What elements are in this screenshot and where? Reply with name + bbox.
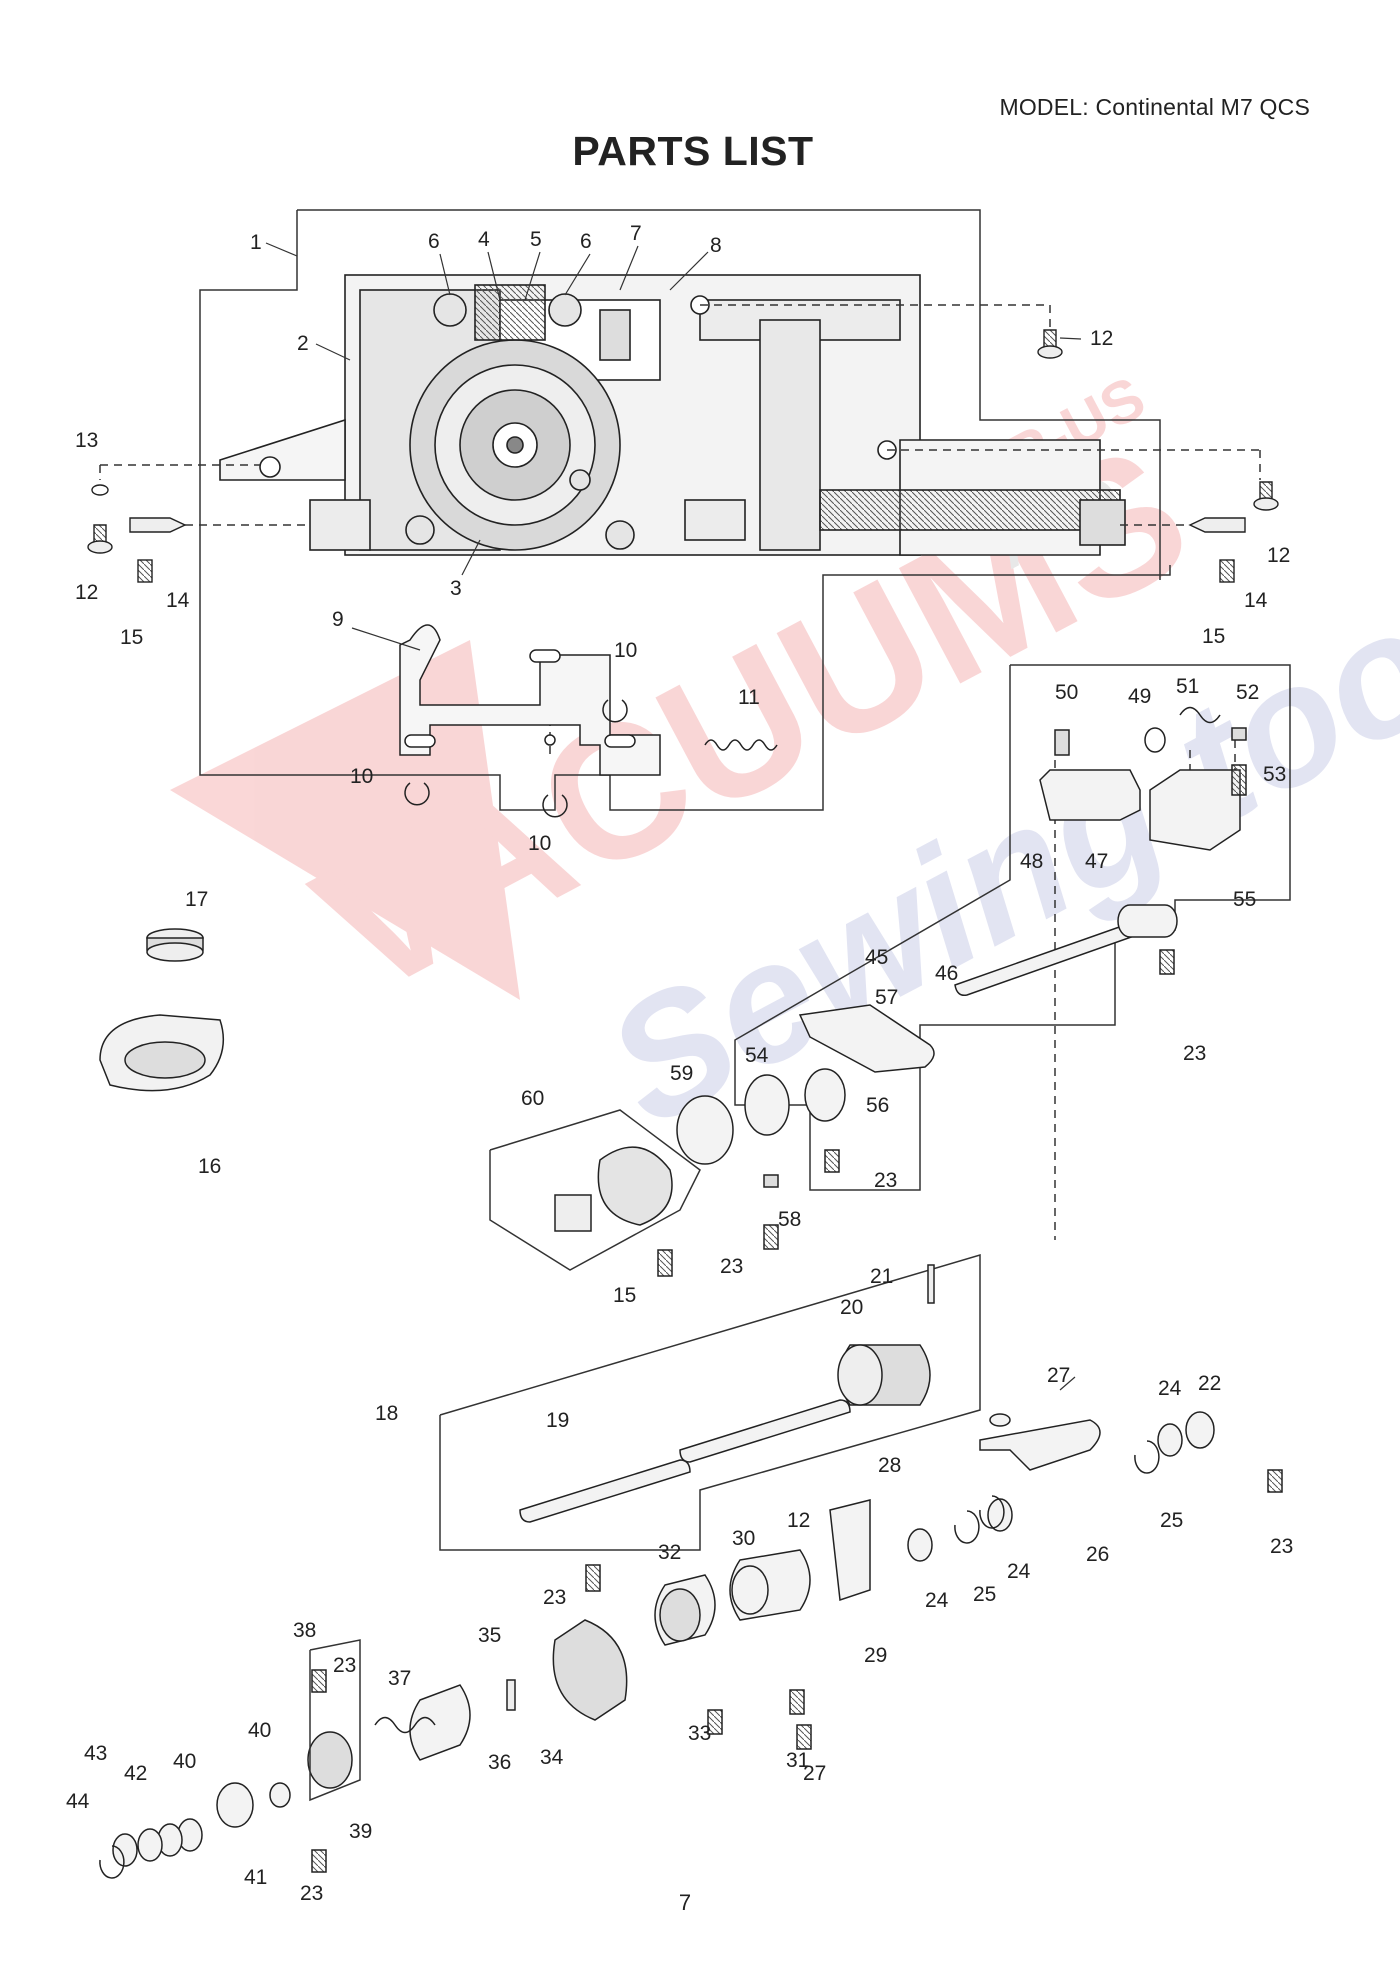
callout-8: 8 xyxy=(710,234,722,257)
cam-parts-60 xyxy=(554,1146,673,1277)
callout-28: 28 xyxy=(878,1454,901,1477)
shaft-assembly-18 xyxy=(519,1264,935,1523)
callout-21: 21 xyxy=(870,1265,893,1288)
model-label: MODEL: Continental M7 QCS xyxy=(999,94,1310,120)
callout-45: 45 xyxy=(865,946,888,969)
callout-50: 50 xyxy=(1055,681,1078,704)
callout-4: 4 xyxy=(478,228,490,251)
callout-35: 35 xyxy=(478,1624,501,1647)
callout-42: 42 xyxy=(124,1762,147,1785)
assembly-frame-45 xyxy=(734,664,1291,1191)
assembly-frame-18 xyxy=(439,1253,981,1551)
callout-18: 18 xyxy=(375,1402,398,1425)
callout-32: 32 xyxy=(658,1541,681,1564)
callout-14a: 14 xyxy=(166,589,190,612)
callout-37: 37 xyxy=(388,1667,411,1690)
callout-2: 2 xyxy=(297,332,309,355)
callout-34: 34 xyxy=(540,1746,564,1769)
callout-24c: 24 xyxy=(925,1589,949,1612)
callout-15a: 15 xyxy=(120,626,143,649)
callout-12c: 12 xyxy=(1267,544,1290,567)
lower-shaft-parts xyxy=(99,1411,1283,1879)
assembly-frame-38 xyxy=(309,1639,361,1802)
callout-40b: 40 xyxy=(173,1750,196,1773)
assembly-frame-60 xyxy=(489,1109,701,1271)
callout-46: 46 xyxy=(935,962,958,985)
callout-39: 39 xyxy=(349,1820,372,1843)
callout-24b: 24 xyxy=(1007,1560,1031,1583)
callout-12b: 12 xyxy=(75,581,98,604)
callout-29: 29 xyxy=(864,1644,887,1667)
callout-53: 53 xyxy=(1263,763,1286,786)
callout-58: 58 xyxy=(778,1208,801,1231)
callout-6a: 6 xyxy=(428,230,440,253)
callout-labels: 1 2 3 4 5 6 6 7 8 9 10 10 10 11 12 12 12… xyxy=(66,222,1293,1905)
callout-23f: 23 xyxy=(333,1654,356,1677)
callout-22: 22 xyxy=(1198,1372,1221,1395)
callout-1: 1 xyxy=(250,231,262,254)
callout-40a: 40 xyxy=(248,1719,271,1742)
callout-48: 48 xyxy=(1020,850,1043,873)
callout-10a: 10 xyxy=(614,639,637,662)
callout-44: 44 xyxy=(66,1790,90,1813)
callout-10c: 10 xyxy=(528,832,551,855)
callout-7: 7 xyxy=(630,222,642,245)
page-number: 7 xyxy=(678,1890,692,1915)
callout-23b: 23 xyxy=(874,1169,897,1192)
callout-20: 20 xyxy=(840,1296,863,1319)
shaft-assembly-45 xyxy=(676,706,1247,1250)
callout-25b: 25 xyxy=(973,1583,996,1606)
callout-41: 41 xyxy=(244,1866,267,1889)
callout-56: 56 xyxy=(866,1094,889,1117)
callout-14b: 14 xyxy=(1244,589,1268,612)
callout-17: 17 xyxy=(185,888,208,911)
leader-lines xyxy=(265,242,1082,1391)
callout-10b: 10 xyxy=(350,765,373,788)
callout-12a: 12 xyxy=(1090,327,1113,350)
callout-5: 5 xyxy=(530,228,542,251)
callout-13: 13 xyxy=(75,429,98,452)
callout-23c: 23 xyxy=(720,1255,743,1278)
callout-23a: 23 xyxy=(1183,1042,1206,1065)
callout-59: 59 xyxy=(670,1062,693,1085)
callout-27b: 27 xyxy=(803,1762,826,1785)
callout-52: 52 xyxy=(1236,681,1259,704)
callout-33: 33 xyxy=(688,1722,711,1745)
callout-55: 55 xyxy=(1233,888,1256,911)
callout-51: 51 xyxy=(1176,675,1199,698)
page-title: PARTS LIST xyxy=(572,128,814,174)
callout-60: 60 xyxy=(521,1087,544,1110)
hook-base-assembly xyxy=(219,274,1126,556)
callout-23d: 23 xyxy=(1270,1535,1293,1558)
callout-57: 57 xyxy=(875,986,898,1009)
screw-parts xyxy=(87,329,1279,583)
callout-19: 19 xyxy=(546,1409,569,1432)
callout-54: 54 xyxy=(745,1044,769,1067)
callout-23e: 23 xyxy=(543,1586,566,1609)
feed-plate-parts xyxy=(399,624,778,818)
callout-36: 36 xyxy=(488,1751,511,1774)
callout-30: 30 xyxy=(732,1527,755,1550)
callout-9: 9 xyxy=(332,608,344,631)
callout-16: 16 xyxy=(198,1155,221,1178)
callout-6b: 6 xyxy=(580,230,592,253)
callout-26: 26 xyxy=(1086,1543,1109,1566)
callout-11: 11 xyxy=(738,686,760,709)
assembly-frame-1 xyxy=(199,209,1171,811)
callout-12d: 12 xyxy=(787,1509,810,1532)
callout-31: 31 xyxy=(786,1749,809,1772)
callout-47: 47 xyxy=(1085,850,1108,873)
callout-3: 3 xyxy=(450,577,462,600)
callout-24a: 24 xyxy=(1158,1377,1182,1400)
callout-15b: 15 xyxy=(1202,625,1225,648)
callout-38: 38 xyxy=(293,1619,316,1642)
callout-49: 49 xyxy=(1128,685,1151,708)
callout-43: 43 xyxy=(84,1742,107,1765)
bobbin-and-case xyxy=(99,928,225,1092)
callout-27a: 27 xyxy=(1047,1364,1070,1387)
callout-23g: 23 xyxy=(300,1882,323,1905)
callout-25a: 25 xyxy=(1160,1509,1183,1532)
callout-15c: 15 xyxy=(613,1284,636,1307)
